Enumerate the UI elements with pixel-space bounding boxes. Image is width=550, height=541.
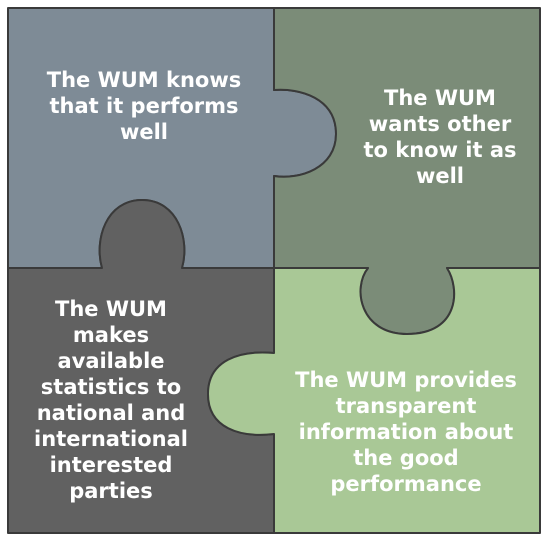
- piece-text-top-left: The WUM knows that it performs well: [46, 68, 242, 144]
- puzzle-piece-bottom-right: [207, 267, 541, 534]
- piece-text-bottom-right: The WUM provides transparent information…: [295, 368, 517, 496]
- piece-text-bottom-left: The WUM makes available statistics to na…: [34, 297, 188, 503]
- piece-text-top-right: The WUM wants other to know it as well: [363, 86, 517, 188]
